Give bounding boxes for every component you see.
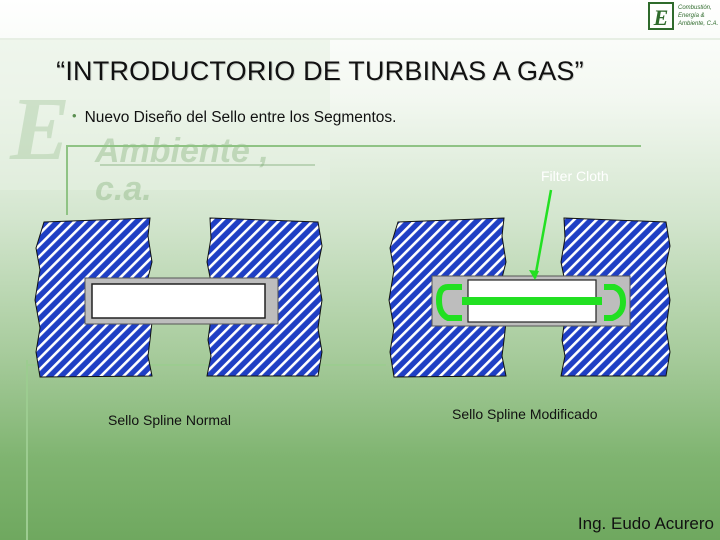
- modified-seal-diagram: [388, 189, 671, 378]
- filter-cloth-left-hook: [435, 284, 462, 321]
- logo-line-3: Ambiente, C.A.: [678, 21, 719, 27]
- filter-cloth-right-hook: [604, 284, 627, 321]
- filter-cloth-arrowhead: [529, 270, 539, 280]
- normal-seal-caption: Sello Spline Normal: [108, 412, 231, 428]
- frame-line-upper: [66, 145, 641, 147]
- watermark-logo: E: [10, 80, 71, 179]
- logo-line-1: Combustión,: [678, 5, 712, 11]
- logo-mark: E: [648, 2, 674, 30]
- frame-line-lower: [26, 364, 386, 366]
- filter-cloth-band: [462, 297, 602, 305]
- bullet-item: • Nuevo Diseño del Sello entre los Segmen…: [72, 108, 396, 127]
- bullet-text: Nuevo Diseño del Sello entre los Segment…: [84, 109, 397, 126]
- frame-line-left: [66, 145, 68, 215]
- watermark-panel: E Ambiente , c.a.: [0, 40, 330, 208]
- watermark-underline: [100, 164, 315, 166]
- company-logo: E Combustión, Energía & Ambiente, C.A.: [648, 2, 718, 32]
- modified-seal-caption: Sello Spline Modificado: [452, 406, 598, 422]
- author-name: Ing. Eudo Acurero: [577, 514, 714, 533]
- logo-line-2: Energía &: [678, 13, 705, 19]
- slide-title: “INTRODUCTORIO DE TURBINAS A GAS”: [56, 56, 584, 86]
- filter-cloth-pointer: [533, 189, 553, 279]
- watermark-text: Ambiente , c.a.: [95, 132, 269, 208]
- frame-line-left-lower: [26, 360, 28, 540]
- modified-seal-strip-bottom: [467, 303, 597, 323]
- normal-seal-strip: [91, 283, 266, 319]
- bullet-dot-icon: •: [72, 108, 77, 123]
- filter-cloth-label: Filter Cloth: [541, 168, 609, 184]
- modified-seal-strip-top: [467, 279, 597, 299]
- normal-seal-diagram: [34, 217, 323, 378]
- frame-line-top: [0, 38, 720, 40]
